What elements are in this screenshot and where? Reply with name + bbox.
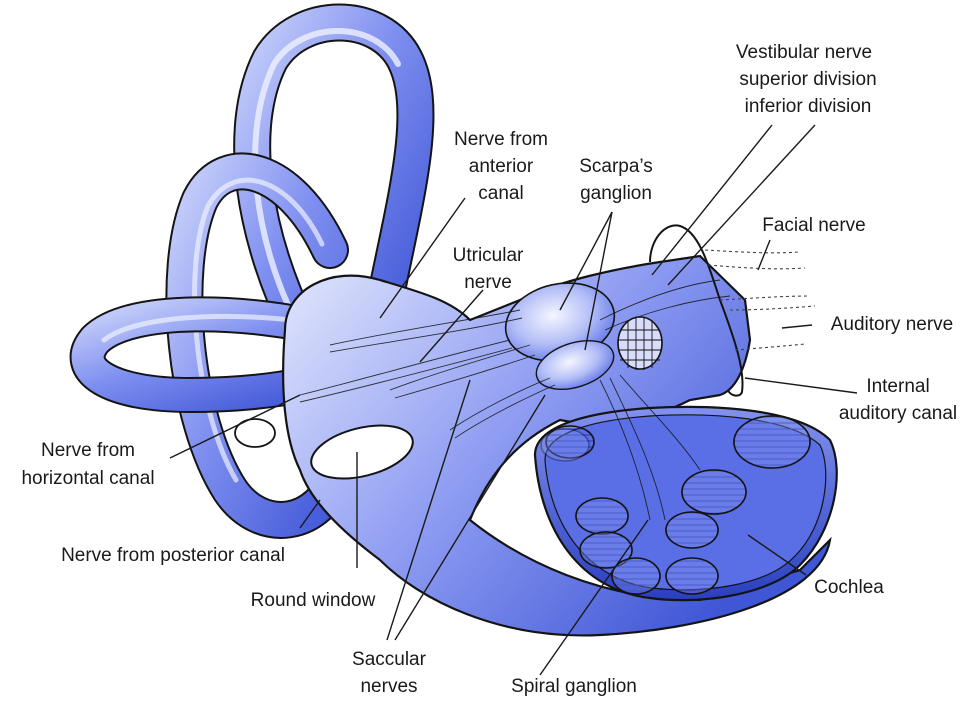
label-auditory-nerve: Auditory nerve: [831, 314, 954, 335]
label-saccular-1: Saccular: [352, 649, 427, 670]
label-utricular-1: Utricular: [453, 245, 524, 266]
anatomy-illustration: [88, 23, 837, 636]
label-nerve-from-anterior-1: Nerve from: [454, 129, 548, 150]
label-internal-1: Internal: [866, 376, 929, 397]
label-round-window: Round window: [251, 590, 376, 611]
label-scarpas-1: Scarpa’s: [579, 156, 653, 177]
label-nerve-from-anterior-2: anterior: [469, 156, 534, 177]
label-horizontal-2: horizontal canal: [21, 468, 154, 489]
facial-nerve-section: [618, 317, 662, 369]
label-inferior-division: inferior division: [745, 96, 872, 117]
label-horizontal-1: Nerve from: [41, 440, 135, 461]
label-utricular-2: nerve: [464, 272, 512, 293]
label-saccular-2: nerves: [360, 676, 417, 697]
label-scarpas-2: ganglion: [580, 183, 652, 204]
label-posterior: Nerve from posterior canal: [61, 545, 285, 566]
label-internal-2: auditory canal: [839, 403, 957, 424]
label-superior-division: superior division: [739, 69, 876, 90]
label-vestibular-nerve: Vestibular nerve: [736, 42, 872, 63]
label-nerve-from-anterior-3: canal: [478, 183, 523, 204]
label-cochlea: Cochlea: [814, 577, 884, 598]
label-spiral-ganglion: Spiral ganglion: [511, 676, 637, 697]
label-facial-nerve: Facial nerve: [762, 215, 866, 236]
